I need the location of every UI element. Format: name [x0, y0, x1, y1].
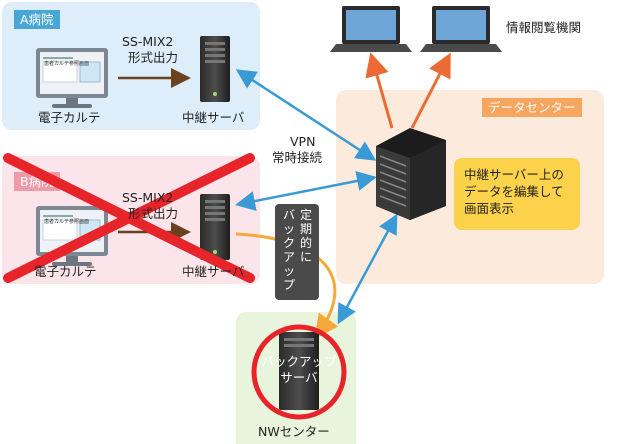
hospital-a-emr-monitor — [36, 48, 108, 108]
backup-char: ク — [282, 236, 295, 250]
backup-server-line1: バックアップ — [261, 354, 337, 369]
periodic-backup-note — [275, 204, 319, 300]
arrow-dc-nw — [337, 213, 398, 325]
backup-server-line2: サーバ — [280, 370, 318, 385]
data-center-note: 中継サーバー上の データを編集して 画面表示 — [454, 158, 580, 230]
hospital-a-emr-label: 電子カルテ — [38, 110, 101, 125]
arrow-dc-to-viewer-1 — [365, 52, 394, 129]
periodic-backup-col1: 定 期 的 に — [298, 208, 314, 264]
hospital-b-format-line1: SS-MIX2 — [122, 190, 174, 205]
vpn-label-line1: VPN — [290, 134, 316, 149]
periodic-backup-col2: バ ッ ク ア ッ プ — [281, 208, 297, 292]
hospital-b-relay-server — [200, 194, 230, 260]
dc-note-line1: 中継サーバー上の — [464, 167, 564, 182]
hospital-b-format-line2: 形式出力 — [128, 206, 179, 221]
arrow-b-server-dc — [235, 171, 377, 211]
hospital-b-server-label: 中継サーバ — [182, 264, 245, 279]
hospital-a-format-line2: 形式出力 — [128, 50, 179, 65]
backup-server-label: バックアップ サーバ — [255, 354, 343, 386]
arrow-dc-to-viewer-2 — [410, 52, 451, 129]
hospital-b-emr-label: 電子カルテ — [34, 264, 97, 279]
data-center-server — [376, 128, 446, 220]
backup-char: 期 — [299, 222, 312, 236]
backup-char: バ — [282, 208, 295, 222]
backup-char: 定 — [299, 208, 312, 222]
hospital-b-emr-monitor — [36, 206, 108, 266]
backup-char: に — [299, 250, 312, 264]
hospital-a-server-label: 中継サーバ — [182, 110, 245, 125]
nw-center-label: NWセンター — [258, 424, 330, 439]
dc-note-line3: 画面表示 — [464, 201, 515, 216]
backup-char: ア — [282, 250, 295, 264]
viewer-laptop-1 — [330, 6, 412, 52]
backup-tower-server — [279, 332, 319, 410]
backup-char: ッ — [282, 264, 295, 278]
hospital-a-emr-screen-title: 患者カルテ参照画面 — [44, 61, 90, 67]
backup-curve — [235, 232, 339, 339]
viewer-laptop-2 — [420, 6, 502, 52]
info-viewer-label: 情報閲覧機関 — [506, 20, 582, 35]
data-center-label: データセンター — [482, 98, 582, 117]
hospital-a-relay-server — [200, 36, 230, 102]
hospital-a-format-line1: SS-MIX2 — [122, 34, 174, 49]
vpn-label-line2: 常時接続 — [272, 150, 323, 165]
dc-note-line2: データを編集して — [464, 184, 564, 199]
hospital-a-label: A病院 — [14, 10, 60, 29]
backup-highlight-circle — [251, 324, 347, 420]
backup-char: プ — [282, 278, 295, 292]
cross-line-2 — [3, 153, 255, 283]
backup-char: ッ — [282, 222, 295, 236]
arrow-a-server-dc — [235, 69, 377, 161]
backup-char: 的 — [299, 236, 312, 250]
hospital-b-emr-screen-title: 患者カルテ参照画面 — [44, 219, 90, 225]
